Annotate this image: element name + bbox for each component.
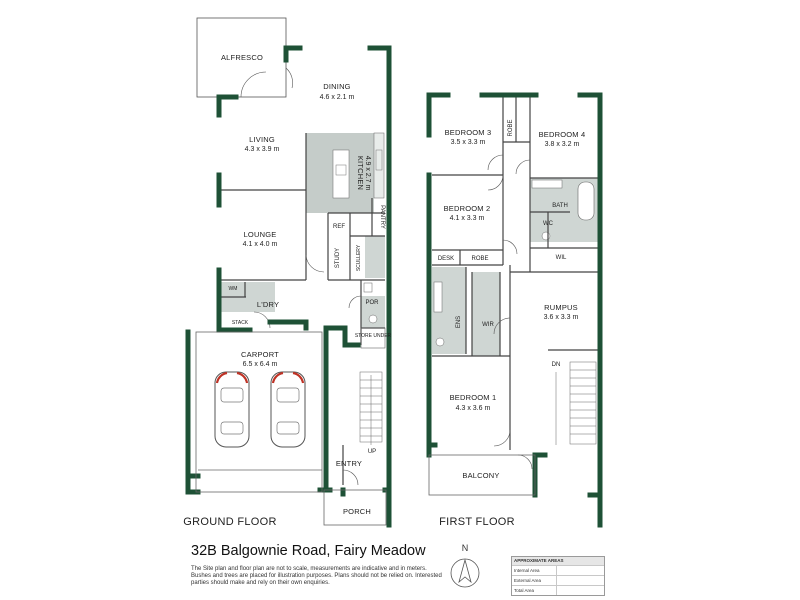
desk-label: DESK: [438, 256, 454, 262]
ground-doors: [240, 67, 362, 486]
porch-label: PORCH: [343, 507, 371, 516]
area-value: [557, 566, 604, 575]
area-name: Internal Area: [512, 566, 557, 575]
compass-arrow-icon: [458, 558, 472, 584]
table-row: External Area: [512, 575, 604, 585]
disclaimer-text: The Site plan and floor plan are not to …: [191, 566, 442, 586]
table-row: Total Area: [512, 585, 604, 595]
ref-label: REF: [333, 224, 345, 230]
wir-area: [472, 272, 500, 356]
rumpus-label: RUMPUS: [544, 303, 578, 312]
cooktop: [375, 149, 383, 171]
balcony-label: BALCONY: [462, 471, 499, 480]
area-value: [557, 576, 604, 585]
lounge-dims: 4.1 x 4.0 m: [243, 241, 278, 248]
wil-label: WIL: [556, 255, 567, 261]
bedroom2-dims: 4.1 x 3.3 m: [450, 215, 485, 222]
first-floor-title: FIRST FLOOR: [439, 516, 515, 528]
stack-label: STACK: [232, 320, 249, 326]
ens-toilet: [435, 337, 445, 347]
carport-outline: [195, 331, 323, 493]
pantry-label: PANTRY: [379, 205, 385, 229]
carport-dims: 6.5 x 6.4 m: [243, 361, 278, 368]
entry-label: ENTRY: [336, 459, 362, 468]
dining-label: DINING: [323, 82, 350, 91]
first-stairs: [555, 361, 597, 445]
kitchen-island: [332, 149, 350, 199]
rumpus-dims: 3.6 x 3.3 m: [544, 314, 579, 321]
kitchen-sink: [335, 164, 347, 176]
up-label: UP: [368, 449, 376, 455]
dining-dims: 4.6 x 2.1 m: [320, 94, 355, 101]
area-name: External Area: [512, 576, 557, 585]
area-value: [557, 586, 604, 595]
bath-label: BATH: [552, 203, 568, 209]
approximate-areas-table: APPROXIMATE AREAS Internal Area External…: [511, 556, 605, 596]
ground-floor-plan: ALFRESCO DINING 4.6 x 2.1 m LIVING 4.3 x…: [183, 17, 392, 528]
bedroom2-label: BEDROOM 2: [444, 204, 491, 213]
bedroom3-dims: 3.5 x 3.3 m: [451, 139, 486, 146]
bedroom4-dims: 3.8 x 3.2 m: [545, 141, 580, 148]
alfresco-label: ALFRESCO: [221, 53, 263, 62]
study-label: STUDY: [335, 248, 341, 268]
scullery-label: SCULLERY: [356, 244, 362, 271]
car-right: [270, 371, 306, 448]
scullery-area: [365, 236, 385, 278]
laundry-label: L'DRY: [257, 300, 279, 309]
compass-north-label: N: [462, 543, 469, 553]
ground-floor-title: GROUND FLOOR: [183, 516, 276, 528]
first-floor-plan: BEDROOM 3 3.5 x 3.3 m ROBE BEDROOM 4 3.8…: [426, 92, 603, 528]
toilet: [368, 314, 378, 324]
areas-table-title: APPROXIMATE AREAS: [512, 557, 604, 565]
property-address: 32B Balgownie Road, Fairy Meadow: [191, 543, 426, 559]
car-left: [214, 371, 250, 448]
first-partitions: [432, 97, 598, 450]
dn-label: DN: [552, 362, 561, 368]
bath-vanity: [531, 179, 563, 189]
bedroom1-dims: 4.3 x 3.6 m: [456, 405, 491, 412]
living-dims: 4.3 x 3.9 m: [245, 146, 280, 153]
ens-vanity: [433, 281, 443, 313]
north-compass: N: [450, 543, 480, 588]
bathtub: [577, 181, 595, 221]
living-label: LIVING: [249, 135, 275, 144]
wm-label: WM: [229, 286, 238, 292]
washbasin: [363, 282, 373, 293]
table-row: Internal Area: [512, 565, 604, 575]
bedroom3-label: BEDROOM 3: [445, 128, 492, 137]
balcony-outline: [428, 454, 536, 496]
bedroom1-label: BEDROOM 1: [450, 393, 497, 402]
kitchen-bench: [373, 132, 385, 199]
carport-label: CARPORT: [241, 350, 279, 359]
ground-walls: [185, 45, 392, 528]
compass-ring-icon: [450, 558, 480, 588]
robe-top-label: ROBE: [508, 119, 514, 136]
first-doors: [487, 154, 533, 470]
store-outline: [360, 327, 386, 349]
wc-toilet: [541, 231, 551, 241]
porch-outline: [323, 489, 387, 526]
ground-stairs: [359, 371, 383, 445]
area-name: Total Area: [512, 586, 557, 595]
wir-label: WIR: [482, 322, 494, 328]
wc-label: WC: [543, 221, 554, 227]
ens-label: ENS: [456, 316, 462, 328]
lounge-label: LOUNGE: [244, 230, 277, 239]
bedroom4-label: BEDROOM 4: [539, 130, 586, 139]
kitchen-label: KITCHEN: [356, 156, 365, 190]
store-label: STORE UNDER: [355, 333, 392, 339]
por-label: POR: [365, 300, 379, 306]
kitchen-dims: 4.9 x 2.7 m: [364, 156, 371, 191]
robe-mid-label: ROBE: [471, 256, 488, 262]
